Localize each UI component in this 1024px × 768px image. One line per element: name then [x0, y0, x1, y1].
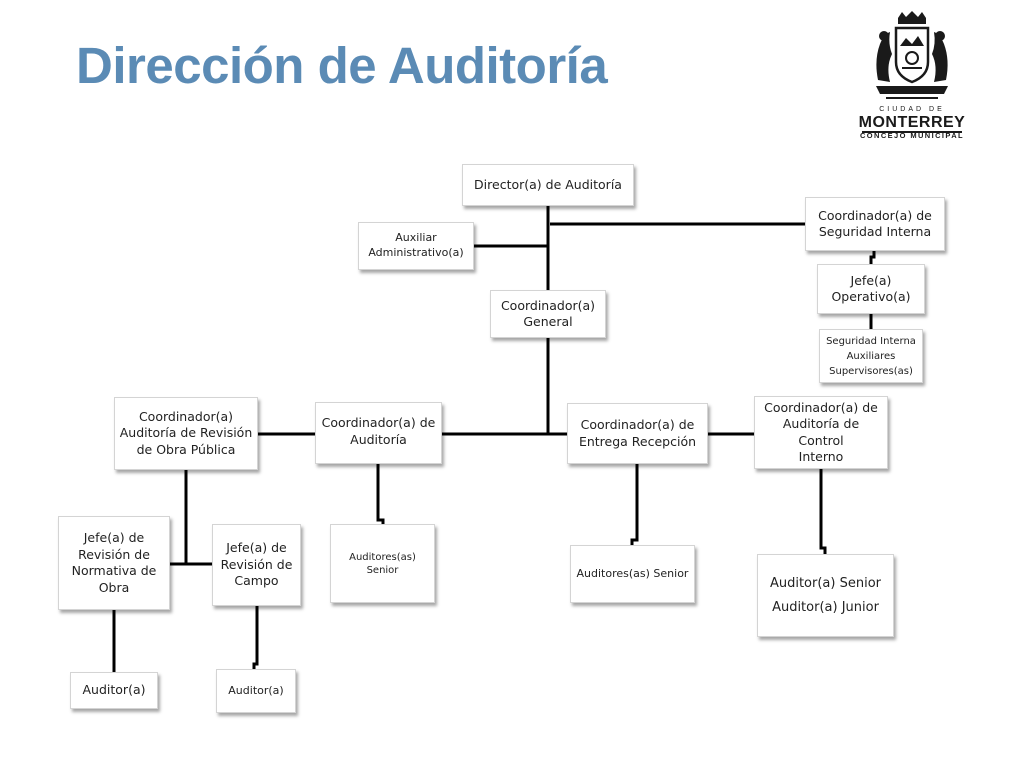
box-auxiliar-administrativo[interactable]: Auxiliar Administrativo(a): [358, 222, 474, 270]
box-jefe-campo-line-3: Campo: [234, 573, 279, 589]
box-jefe-normativa-line-4: Obra: [98, 579, 130, 595]
logo-city-name: MONTERREY: [858, 114, 966, 131]
city-crest-icon: [876, 11, 948, 99]
box-coord-seguridad-line-1: Coordinador(a) de: [818, 207, 932, 223]
logo-divider: [862, 131, 962, 133]
monterrey-logo: CIUDAD DE MONTERREY CONCEJO MUNICIPAL: [858, 10, 966, 142]
box-auditor-senior-label: Auditor(a) Senior: [769, 576, 882, 592]
box-auditores-senior-1-line-1: Auditores(as): [349, 551, 416, 563]
box-coord-general-line-2: General: [523, 314, 573, 329]
box-coord-obra-line-1: Coordinador(a): [138, 408, 234, 424]
box-auditor-2-label: Auditor(a): [228, 683, 284, 697]
box-coord-control-line-1: Coordinador(a) de: [764, 399, 878, 415]
box-jefe-revision-campo[interactable]: Jefe(a) de Revisión de Campo: [212, 524, 301, 606]
box-jefe-operativo[interactable]: Jefe(a) Operativo(a): [817, 264, 925, 314]
box-jefe-campo-line-1: Jefe(a) de: [226, 540, 287, 556]
connector-control-down: [819, 469, 827, 554]
box-coordinador-obra-publica[interactable]: Coordinador(a) Auditoría de Revisión de …: [114, 397, 258, 470]
logo-council-label: CONCEJO MUNICIPAL: [859, 131, 965, 140]
box-coord-general-line-1: Coordinador(a): [500, 297, 596, 313]
box-coord-auditoria-line-2: Auditoría: [350, 431, 407, 447]
box-seguridad-interna-staff[interactable]: Seguridad Interna Auxiliares Supervisore…: [819, 329, 923, 383]
connector-seguridad-jefe: [869, 251, 876, 264]
box-seguridad-staff-line-2: Auxiliares: [846, 350, 896, 362]
box-auxiliar-line-2: Administrativo(a): [368, 246, 464, 259]
box-jefe-campo-line-2: Revisión de: [220, 556, 293, 572]
box-director-label: Director(a) de Auditoría: [474, 176, 622, 192]
box-coordinador-control-interno[interactable]: Coordinador(a) de Auditoría de Control I…: [754, 396, 888, 469]
connector-campo-down: [252, 606, 259, 669]
box-coord-seguridad-line-2: Seguridad Interna: [818, 224, 932, 239]
slide-title: Dirección de Auditoría: [76, 37, 608, 94]
box-seguridad-staff-line-1: Seguridad Interna: [826, 335, 916, 347]
connector-auditoria-down: [376, 464, 385, 524]
box-coordinador-auditoria[interactable]: Coordinador(a) de Auditoría: [315, 402, 442, 464]
box-coordinador-entrega-recepcion[interactable]: Coordinador(a) de Entrega Recepción: [567, 403, 708, 464]
box-auditores-senior-1-line-2: Senior: [366, 564, 399, 576]
logo-city-label: CIUDAD DE: [879, 106, 945, 113]
box-jefe-operativo-line-2: Operativo(a): [831, 289, 911, 304]
box-jefe-normativa-line-1: Jefe(a) de: [83, 530, 145, 545]
connector-entrega-down: [630, 464, 639, 545]
box-seguridad-staff-line-3: Supervisores(as): [829, 365, 913, 377]
box-coord-auditoria-line-1: Coordinador(a) de: [321, 415, 436, 430]
box-auditor-normativa[interactable]: Auditor(a): [70, 672, 158, 709]
box-jefe-operativo-line-1: Jefe(a): [850, 272, 892, 288]
box-coord-obra-line-2: Auditoría de Revisión: [119, 425, 253, 441]
box-coordinador-general[interactable]: Coordinador(a) General: [490, 290, 606, 338]
box-auditores-senior-auditoria[interactable]: Auditores(as) Senior: [330, 524, 435, 603]
box-coord-entrega-line-2: Entrega Recepción: [578, 433, 697, 449]
box-coord-control-line-2: Auditoría de Control: [782, 416, 860, 448]
box-auxiliar-line-1: Auxiliar: [395, 231, 437, 245]
box-director[interactable]: Director(a) de Auditoría: [462, 164, 634, 206]
box-auditor-senior-junior[interactable]: Auditor(a) Senior Auditor(a) Junior: [757, 554, 894, 637]
box-auditor-1-label: Auditor(a): [82, 682, 146, 698]
box-auditores-senior-2-label: Auditores(as) Senior: [576, 566, 689, 580]
box-coord-control-line-3: Interno: [798, 449, 844, 464]
box-coord-obra-line-3: de Obra Pública: [136, 441, 236, 457]
box-jefe-normativa-line-3: Normativa de: [71, 563, 157, 578]
box-auditor-campo[interactable]: Auditor(a): [216, 669, 296, 713]
box-coord-entrega-line-1: Coordinador(a) de: [580, 417, 695, 432]
box-jefe-normativa-line-2: Revisión de: [78, 546, 150, 562]
box-auditor-junior-label: Auditor(a) Junior: [772, 599, 879, 615]
box-coordinador-seguridad-interna[interactable]: Coordinador(a) de Seguridad Interna: [805, 197, 945, 251]
box-auditores-senior-entrega[interactable]: Auditores(as) Senior: [570, 545, 695, 603]
box-jefe-revision-normativa[interactable]: Jefe(a) de Revisión de Normativa de Obra: [58, 516, 170, 610]
